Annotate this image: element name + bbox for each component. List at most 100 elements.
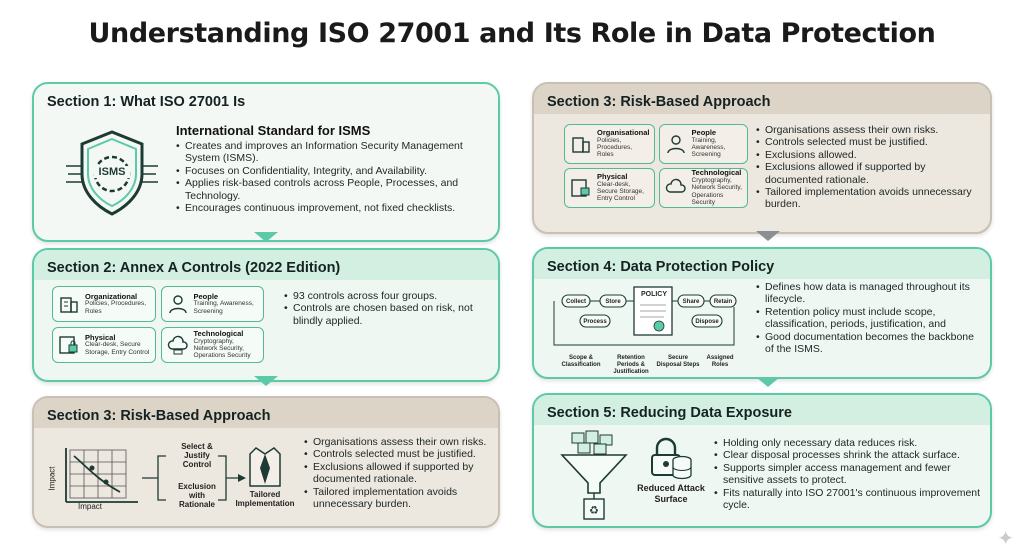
cloud-tech-icon	[665, 178, 686, 193]
group-name: Technological	[691, 168, 742, 178]
section-3-left-bullets: Organisations assess their own risks. Co…	[304, 436, 494, 510]
sparkle-icon: ✦	[997, 528, 1014, 550]
isms-badge-label: ISMS	[94, 166, 130, 178]
list-item: Holding only necessary data reduces risk…	[714, 437, 984, 450]
list-item: Fits naturally into ISO 27001's continuo…	[714, 487, 984, 512]
section-5-card: Section 5: Reducing Data Exposure ♻ Redu…	[532, 393, 992, 528]
section-5-bullets: Holding only necessary data reduces risk…	[714, 437, 984, 511]
flow-arrows	[142, 455, 246, 501]
funnel-icon: ♻	[560, 430, 628, 520]
list-item: Creates and improves an Information Secu…	[176, 140, 486, 165]
section-5-heading: Section 5: Reducing Data Exposure	[534, 395, 990, 425]
section-4-card: Section 4: Data Protection Policy POLICY…	[532, 247, 992, 379]
group-desc: Clear-desk, Secure Storage, Entry Contro…	[597, 180, 644, 203]
list-item: Exclusions allowed.	[756, 149, 984, 162]
section-3-left-card: Section 3: Risk-Based Approach Impact Im…	[32, 396, 500, 528]
risk-matrix-icon	[65, 448, 138, 503]
list-item: Clear disposal processes shrink the atta…	[714, 449, 984, 462]
group-desc: Policies, Procedures, Roles	[85, 300, 147, 315]
group-desc: Training, Awareness, Screening	[691, 136, 726, 159]
connector-arrow	[254, 232, 278, 242]
list-item: Tailored implementation avoids unnecessa…	[756, 186, 984, 211]
group-name: Organisational	[597, 128, 650, 138]
axis-x-label: Impact	[78, 502, 103, 511]
organization-icon	[572, 137, 590, 153]
section-1-bullets: Creates and improves an Information Secu…	[176, 140, 486, 215]
exclusion-label: Exclusion with Rationale	[178, 482, 216, 509]
suit-icon	[249, 447, 281, 487]
list-item: Defines how data is managed throughout i…	[756, 281, 984, 306]
section-3-right-heading: Section 3: Risk-Based Approach	[534, 84, 990, 114]
section-2-heading: Section 2: Annex A Controls (2022 Editio…	[34, 250, 498, 280]
label-retention: Retention Periods & Justification	[613, 355, 649, 375]
list-item: Exclusions allowed if supported by docum…	[304, 461, 494, 486]
connector-arrow	[254, 376, 278, 386]
physical-lock-icon	[571, 179, 590, 197]
flow-retain: Retain	[713, 299, 733, 305]
flow-dispose: Dispose	[695, 319, 719, 325]
flow-process: Process	[583, 319, 607, 325]
section-1-heading: Section 1: What ISO 27001 Is	[34, 84, 498, 114]
group-name: Organizational	[85, 291, 138, 301]
flow-collect: Collect	[565, 299, 586, 305]
people-icon	[168, 295, 187, 314]
tailored-label: Tailored Implementation	[235, 490, 295, 508]
group-name: People	[193, 291, 219, 301]
list-item: Focuses on Confidentiality, Integrity, a…	[176, 165, 486, 178]
section-4-heading: Section 4: Data Protection Policy	[534, 249, 990, 279]
list-item: Supports simpler access management and f…	[714, 462, 984, 487]
list-item: Good documentation becomes the backbone …	[756, 331, 984, 356]
group-name: People	[691, 128, 717, 138]
cloud-tech-icon	[167, 335, 188, 355]
group-desc: Policies, Procedures, Roles	[597, 136, 633, 159]
physical-lock-icon	[59, 336, 78, 354]
connector-arrow	[756, 231, 780, 241]
lifecycle-flow	[553, 286, 737, 346]
list-item: Organisations assess their own risks.	[756, 124, 984, 137]
list-item: Encourages continuous improvement, not f…	[176, 202, 486, 215]
label-disposal: Secure Disposal Steps	[656, 355, 700, 368]
group-desc: Cryptography, Network Security, Operatio…	[193, 337, 251, 360]
section-1-subheading: International Standard for ISMS	[176, 123, 371, 138]
svg-text:♻: ♻	[589, 504, 599, 517]
section-4-bullets: Defines how data is managed throughout i…	[756, 281, 984, 355]
reduced-attack-surface-label: Reduced Attack Surface	[637, 483, 705, 504]
section-2-bullets: 93 controls across four groups. Controls…	[284, 290, 484, 327]
list-item: Exclusions allowed if supported by docum…	[756, 161, 984, 186]
label-scope: Scope & Classification	[561, 355, 601, 368]
list-item: Applies risk-based controls across Peopl…	[176, 177, 486, 202]
group-name: Technological	[193, 329, 244, 339]
group-name: Physical	[85, 332, 116, 342]
group-desc: Cryptography, Network Security, Operatio…	[691, 176, 742, 207]
section-1-card: Section 1: What ISO 27001 Is ISMS Intern…	[32, 82, 500, 242]
flow-store: Store	[605, 299, 621, 305]
list-item: Organisations assess their own risks.	[304, 436, 494, 449]
list-item: Retention policy must include scope, cla…	[756, 306, 984, 331]
people-icon	[666, 135, 685, 154]
policy-document-label: POLICY	[640, 291, 668, 298]
list-item: Controls selected must be justified.	[304, 448, 494, 461]
organization-icon	[60, 297, 78, 313]
list-item: Tailored implementation avoids unnecessa…	[304, 486, 494, 511]
section-3-right-card: Section 3: Risk-Based Approach Organisat…	[532, 82, 992, 234]
select-justify-label: Select & Justify Control	[181, 442, 213, 469]
page-title: Understanding ISO 27001 and Its Role in …	[88, 18, 936, 49]
connector-arrow	[756, 377, 780, 387]
list-item: Controls are chosen based on risk, not b…	[284, 302, 484, 327]
flow-share: Share	[682, 299, 700, 305]
group-desc: Training, Awareness, Screening	[193, 300, 254, 315]
section-3-right-bullets: Organisations assess their own risks. Co…	[756, 124, 984, 211]
list-item: Controls selected must be justified.	[756, 136, 984, 149]
group-desc: Clear-desk, Secure Storage, Entry Contro…	[85, 341, 150, 356]
section-2-card: Section 2: Annex A Controls (2022 Editio…	[32, 248, 500, 382]
